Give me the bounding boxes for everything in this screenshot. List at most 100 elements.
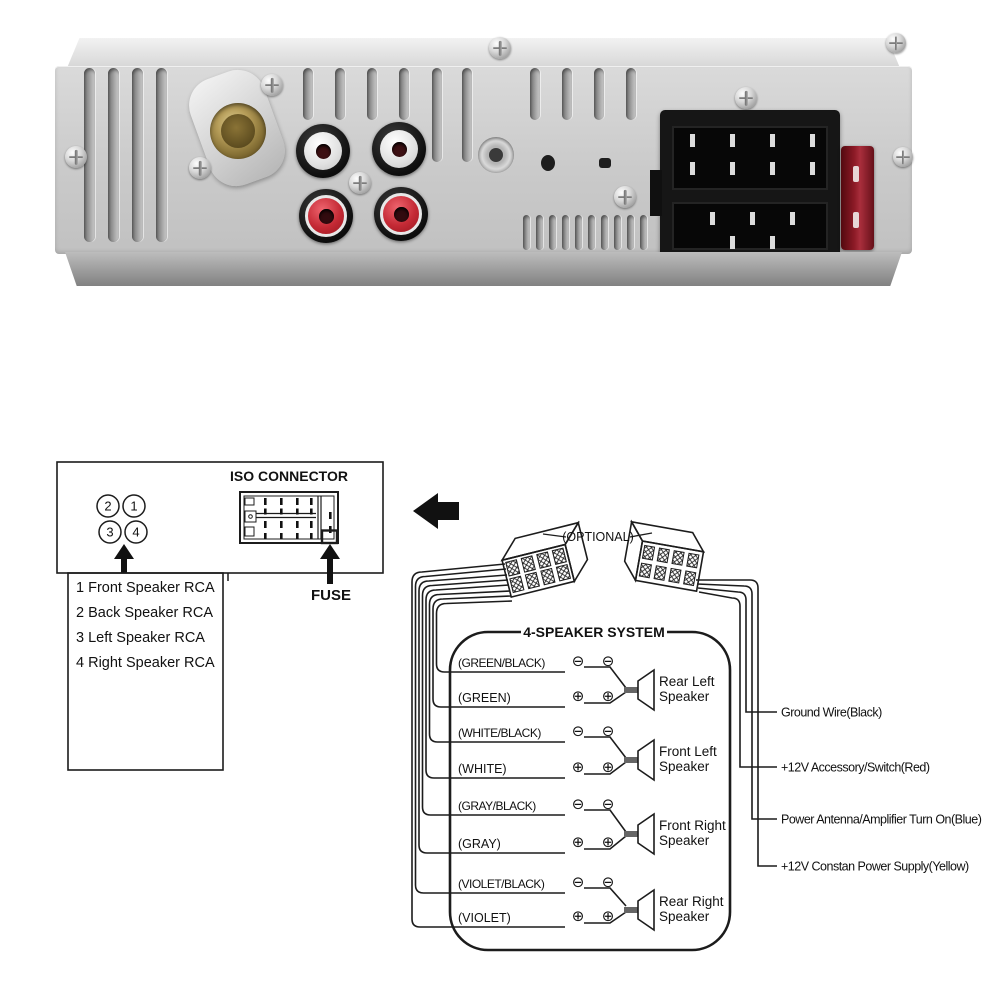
fuse-blade bbox=[853, 212, 859, 228]
speaker-name: Front Right bbox=[659, 818, 726, 833]
wiring-diagram: ISO CONNECTOR 2 1 3 4 bbox=[56, 461, 982, 952]
speaker-name: Rear Right bbox=[659, 894, 724, 909]
plus-symbol: ⊕ bbox=[572, 833, 585, 851]
screw-icon bbox=[893, 147, 913, 167]
wire-label: (VIOLET/BLACK) bbox=[458, 877, 545, 891]
iso-connector-notch bbox=[650, 170, 662, 216]
optional-callout-line bbox=[542, 533, 567, 538]
speaker-icon bbox=[637, 888, 655, 932]
iso-pin bbox=[710, 212, 715, 225]
speaker-lead bbox=[584, 736, 627, 759]
pin-circle-1 bbox=[122, 494, 146, 518]
rca-ring bbox=[380, 130, 418, 168]
plus-symbol: ⊕ bbox=[572, 758, 585, 776]
pin-number: 4 bbox=[132, 525, 139, 540]
speaker-row-front-left: (WHITE/BLACK) (WHITE) ⊖ ⊖ ⊕ ⊕ Front Left… bbox=[458, 722, 717, 782]
pin-number: 1 bbox=[130, 499, 137, 514]
stereo-rear-panel-photo bbox=[55, 33, 913, 286]
minus-symbol: ⊖ bbox=[572, 873, 585, 891]
power-wire-label: +12V Accessory/Switch(Red) bbox=[781, 761, 930, 775]
optional-label: (OPTIONAL) bbox=[562, 530, 634, 544]
wire-label: (VIOLET) bbox=[458, 911, 511, 925]
speaker-name: Rear Left bbox=[659, 674, 715, 689]
power-wire-label: +12V Constan Power Supply(Yellow) bbox=[781, 860, 969, 874]
power-wire-label: Ground Wire(Black) bbox=[781, 706, 882, 720]
power-wire-label: Power Antenna/Amplifier Turn On(Blue) bbox=[781, 813, 982, 827]
plus-symbol: ⊕ bbox=[602, 907, 615, 925]
iso-pin bbox=[770, 162, 775, 175]
arrow-up-icon bbox=[114, 544, 134, 573]
vent-slot bbox=[562, 215, 569, 250]
speaker-name: Front Left bbox=[659, 744, 717, 759]
iso-pin-dashes bbox=[264, 498, 332, 539]
screw-icon bbox=[489, 37, 511, 59]
speaker-icon bbox=[637, 668, 655, 712]
minus-symbol: ⊖ bbox=[602, 795, 615, 813]
screw-icon bbox=[189, 157, 211, 179]
rca-hole bbox=[318, 208, 334, 224]
power-wire-bundle bbox=[696, 579, 777, 867]
iso-connector-title: ISO CONNECTOR bbox=[230, 468, 348, 484]
rca-hole bbox=[393, 206, 409, 222]
speaker-lead bbox=[584, 809, 627, 833]
fuse-holder bbox=[841, 146, 874, 250]
wire-label: (WHITE) bbox=[458, 762, 507, 776]
rca-hole bbox=[315, 143, 331, 159]
iso-connector-drawing bbox=[227, 491, 339, 581]
speaker-name: Speaker bbox=[659, 833, 710, 848]
fuse-blade bbox=[853, 166, 859, 182]
speaker-system-title: 4-SPEAKER SYSTEM bbox=[523, 624, 665, 640]
pin-number: 3 bbox=[106, 525, 113, 540]
iso-socket-upper bbox=[672, 126, 828, 190]
speaker-wire-bundle bbox=[411, 563, 565, 928]
minus-symbol: ⊖ bbox=[602, 652, 615, 670]
iso-pin bbox=[690, 162, 695, 175]
vent-slot bbox=[640, 215, 647, 250]
screw-icon bbox=[735, 87, 757, 109]
vent-slot bbox=[562, 68, 572, 120]
speaker-lead bbox=[584, 911, 627, 924]
rca-jack-white-left bbox=[296, 124, 350, 178]
iso-pin bbox=[810, 134, 815, 147]
vent-slot bbox=[462, 68, 472, 162]
harness-plug-left bbox=[500, 520, 589, 599]
speaker-row-rear-right: (VIOLET/BLACK) (VIOLET) ⊖ ⊖ ⊕ ⊕ Rear Rig… bbox=[458, 873, 724, 932]
rca-hole bbox=[391, 141, 407, 157]
legend-list-box bbox=[67, 572, 224, 771]
speaker-icon bbox=[637, 812, 655, 856]
iso-pin bbox=[790, 212, 795, 225]
vent-slot bbox=[303, 68, 313, 120]
rca-jack-red-left bbox=[299, 189, 353, 243]
iso-pin bbox=[730, 236, 735, 249]
vent-slot bbox=[536, 215, 543, 250]
heatsink-fin bbox=[156, 68, 167, 242]
title-mask bbox=[521, 625, 667, 640]
panel-hole bbox=[541, 155, 555, 171]
minus-symbol: ⊖ bbox=[602, 722, 615, 740]
mounting-hole-center bbox=[489, 148, 503, 162]
vent-slot bbox=[432, 68, 442, 162]
speaker-lead bbox=[584, 761, 627, 775]
speaker-system-box: 4-SPEAKER SYSTEM (GREEN/BLACK) (GREEN) ⊖… bbox=[448, 624, 732, 952]
plug-pins bbox=[505, 547, 572, 594]
speaker-lead bbox=[584, 887, 627, 907]
panel-bottom-edge bbox=[65, 252, 902, 286]
panel-top-edge bbox=[67, 38, 900, 68]
vent-slot bbox=[627, 215, 634, 250]
heatsink-fin bbox=[132, 68, 143, 242]
iso-socket-lower bbox=[672, 202, 828, 250]
speaker-row-rear-left: (GREEN/BLACK) (GREEN) ⊖ ⊖ ⊕ ⊕ Rear Left … bbox=[458, 652, 715, 712]
vent-slot bbox=[614, 215, 621, 250]
pin-circle-3 bbox=[98, 520, 122, 544]
wire-label: (GRAY/BLACK) bbox=[458, 799, 536, 813]
heatsink-fin bbox=[108, 68, 119, 242]
legend-item: 2 Back Speaker RCA bbox=[76, 605, 213, 621]
vent-slot bbox=[549, 215, 556, 250]
rca-jack-red-right bbox=[374, 187, 428, 241]
iso-pin bbox=[750, 212, 755, 225]
wire-label: (GREEN) bbox=[458, 691, 511, 705]
fuse-arrow-up-icon bbox=[320, 544, 340, 584]
iso-pin bbox=[730, 134, 735, 147]
legend-item: 3 Left Speaker RCA bbox=[76, 630, 205, 646]
